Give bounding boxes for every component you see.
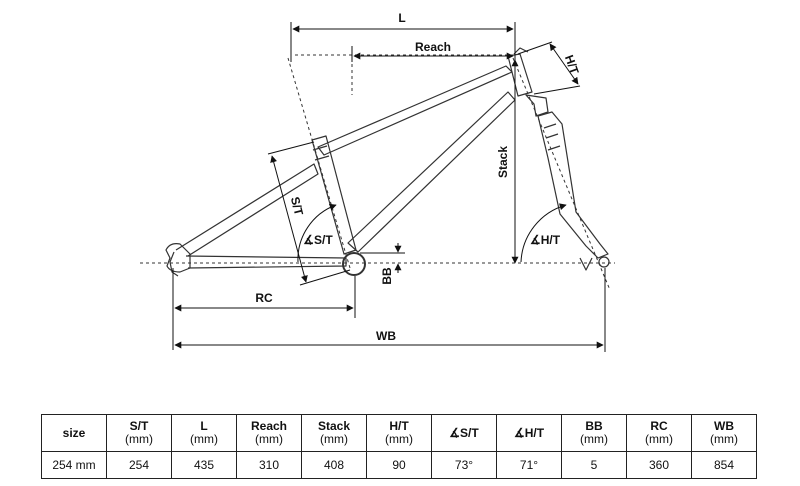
label-rc: RC bbox=[255, 291, 273, 305]
label-st-angle: ∡S/T bbox=[303, 233, 333, 247]
label-wb: WB bbox=[376, 329, 396, 343]
label-reach: Reach bbox=[415, 40, 451, 54]
label-l: L bbox=[398, 11, 405, 25]
reference-lines bbox=[140, 54, 615, 291]
header-wb: WB(mm) bbox=[691, 414, 757, 452]
bicycle-frame bbox=[165, 47, 610, 277]
cell-st: 254 bbox=[106, 451, 172, 479]
table-row: 254 mm 254 435 310 408 90 73° 71° 5 360 … bbox=[41, 451, 757, 479]
cell-st-angle: 73° bbox=[431, 451, 497, 479]
header-st-angle: ∡S/T bbox=[431, 414, 497, 452]
cell-bb: 5 bbox=[561, 451, 627, 479]
cell-ht: 90 bbox=[366, 451, 432, 479]
top-tube bbox=[317, 65, 513, 156]
down-tube bbox=[347, 91, 516, 253]
seat-stay bbox=[175, 163, 319, 257]
header-reach: Reach(mm) bbox=[236, 414, 302, 452]
label-bb: BB bbox=[380, 267, 394, 285]
header-ht-angle: ∡H/T bbox=[496, 414, 562, 452]
cell-stack: 408 bbox=[301, 451, 367, 479]
seat-tube bbox=[311, 135, 357, 255]
rear-dropout bbox=[165, 243, 191, 273]
table-header-row: size S/T(mm) L(mm) Reach(mm) Stack(mm) H… bbox=[41, 414, 757, 452]
bottom-bracket bbox=[342, 252, 366, 276]
header-l: L(mm) bbox=[171, 414, 237, 452]
header-ht: H/T(mm) bbox=[366, 414, 432, 452]
header-rc: RC(mm) bbox=[626, 414, 692, 452]
fork-leg bbox=[537, 111, 609, 259]
header-bb: BB(mm) bbox=[561, 414, 627, 452]
geometry-spec-table: size S/T(mm) L(mm) Reach(mm) Stack(mm) H… bbox=[41, 414, 757, 479]
label-stack: Stack bbox=[496, 146, 510, 178]
cell-rc: 360 bbox=[626, 451, 692, 479]
cell-l: 435 bbox=[171, 451, 237, 479]
chain-stay bbox=[185, 255, 347, 269]
header-stack: Stack(mm) bbox=[301, 414, 367, 452]
frame-geometry-diagram: L Reach H/T Stack S/T ∡S/T ∡H/T BB RC WB bbox=[140, 11, 615, 352]
header-st: S/T(mm) bbox=[106, 414, 172, 452]
cell-ht-angle: 71° bbox=[496, 451, 562, 479]
dimension-lines bbox=[172, 22, 606, 352]
cell-reach: 310 bbox=[236, 451, 302, 479]
label-ht: H/T bbox=[562, 53, 582, 77]
label-st: S/T bbox=[288, 195, 306, 217]
label-ht-angle: ∡H/T bbox=[530, 233, 561, 247]
cell-size: 254 mm bbox=[41, 451, 107, 479]
header-size: size bbox=[41, 414, 107, 452]
fork-crown bbox=[525, 94, 549, 117]
cell-wb: 854 bbox=[691, 451, 757, 479]
